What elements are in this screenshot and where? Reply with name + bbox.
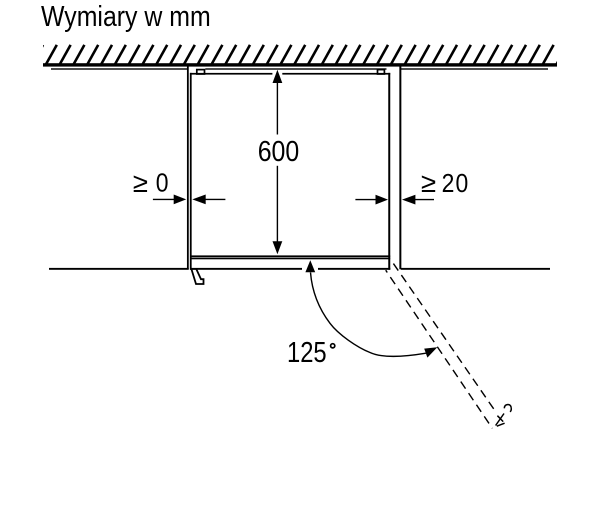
svg-text:0: 0	[156, 170, 169, 198]
svg-text:20: 20	[442, 170, 470, 198]
svg-text:600: 600	[258, 135, 300, 167]
svg-text:Wymiary w mm: Wymiary w mm	[41, 1, 211, 33]
svg-text:≥: ≥	[421, 167, 436, 198]
svg-text:125: 125	[287, 336, 327, 368]
svg-text:≥: ≥	[133, 167, 148, 198]
